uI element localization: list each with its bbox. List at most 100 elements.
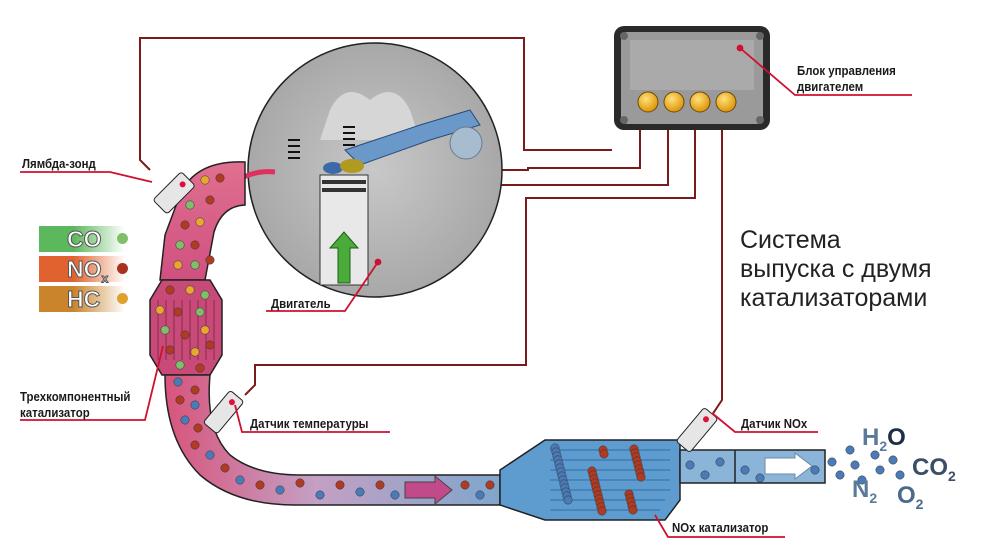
wire-engine (498, 130, 641, 171)
exhaust-pipe-downstream (164, 374, 501, 506)
output-particle (740, 465, 750, 475)
leader-lines (20, 44, 912, 538)
legend-hc-label: HC (66, 286, 101, 313)
diagram-title: Система выпуска с двумя катализаторами (740, 226, 932, 313)
leader-nox-catalyst (654, 514, 785, 538)
title-line-1: Система (740, 226, 841, 254)
downstream-particle (485, 480, 495, 490)
downstream-particle (390, 490, 400, 500)
downstream-particle (255, 480, 265, 490)
label-ecu-line2: двигателем (797, 79, 864, 94)
upstream-particle (165, 285, 175, 295)
upstream-particle (180, 220, 190, 230)
downstream-particle (180, 415, 190, 425)
output-particle (888, 455, 898, 465)
wire-nox (711, 130, 723, 416)
downstream-particle (355, 487, 365, 497)
ecu-led-2 (663, 91, 685, 113)
upstream-particle (173, 260, 183, 270)
upstream-particle (190, 347, 200, 357)
legend-nox-name: NO (67, 256, 102, 283)
upstream-particle (195, 217, 205, 227)
output-particle (870, 450, 880, 460)
output-particle (715, 457, 725, 467)
output-particle (895, 470, 905, 480)
leader-ecu (739, 47, 912, 96)
upstream-particle (205, 195, 215, 205)
upstream-particle (175, 360, 185, 370)
gas-particles (155, 173, 905, 516)
upstream-particle (200, 290, 210, 300)
co2-sub: 2 (948, 467, 956, 484)
temperature-sensor (203, 390, 244, 434)
output-co2: CO2 (912, 456, 956, 488)
downstream-particle (190, 385, 200, 395)
upstream-particle (200, 325, 210, 335)
ecu-led-4 (715, 91, 737, 113)
label-engine: Двигатель (271, 296, 331, 311)
output-n2: N2 (852, 478, 877, 510)
o2-base: O (897, 482, 916, 509)
output-particle (755, 473, 765, 483)
nox-catalyst (499, 439, 826, 521)
downstream-particle (175, 395, 185, 405)
downstream-particle (220, 463, 230, 473)
downstream-particle (375, 480, 385, 490)
three-way-catalyst (149, 279, 223, 376)
output-o2: O2 (897, 484, 923, 516)
upstream-particle (205, 255, 215, 265)
nox-catalyst-particle (628, 505, 638, 515)
downstream-particle (205, 450, 215, 460)
hc-particle-icon (117, 293, 128, 304)
label-ecu-line1: Блок управления (797, 63, 896, 78)
downstream-particle (295, 478, 305, 488)
downstream-particle (460, 480, 470, 490)
lambda-sensor (153, 172, 195, 214)
wire-lambda (139, 37, 612, 171)
label-temp-sensor: Датчик температуры (250, 416, 369, 431)
downstream-particle (275, 485, 285, 495)
nox-catalyst-particle (599, 449, 609, 459)
h2o-base: H (862, 424, 880, 451)
wire-temp (244, 130, 696, 396)
upstream-particle (195, 307, 205, 317)
nox-catalyst-particle (563, 495, 573, 505)
output-particle (810, 465, 820, 475)
engine-cutaway (236, 42, 503, 298)
output-h2o: H2O (862, 426, 906, 458)
outlet-arrow (764, 451, 813, 481)
output-particle (850, 460, 860, 470)
legend-co: CO (39, 226, 128, 253)
h2o-sub: 2 (879, 437, 888, 454)
leader-three-way (20, 345, 164, 421)
ecu-box (614, 26, 770, 130)
upstream-particle (205, 340, 215, 350)
output-particle (875, 465, 885, 475)
leader-nox-sensor (711, 412, 818, 433)
downstream-particle (475, 490, 485, 500)
o2-sub: 2 (915, 495, 924, 512)
output-particle (700, 470, 710, 480)
leader-temp (234, 404, 390, 433)
co-particle-icon (117, 233, 128, 244)
legend-co-label: CO (67, 226, 102, 253)
upstream-particle (155, 305, 165, 315)
title-line-3: катализаторами (740, 284, 928, 312)
upstream-particle (180, 330, 190, 340)
output-particle (827, 457, 837, 467)
output-particle (857, 475, 867, 485)
upstream-particle (185, 200, 195, 210)
upstream-particle (185, 285, 195, 295)
upstream-particle (165, 345, 175, 355)
nox-sensor (676, 408, 718, 452)
upstream-particle (195, 363, 205, 373)
output-particle (845, 445, 855, 455)
upstream-particle (173, 307, 183, 317)
label-three-way-line2: катализатор (20, 405, 90, 420)
legend-hc: HC (39, 286, 128, 313)
upstream-particle (160, 325, 170, 335)
downstream-particle (315, 490, 325, 500)
leader-lambda (20, 171, 153, 183)
n2-sub: 2 (869, 489, 878, 506)
